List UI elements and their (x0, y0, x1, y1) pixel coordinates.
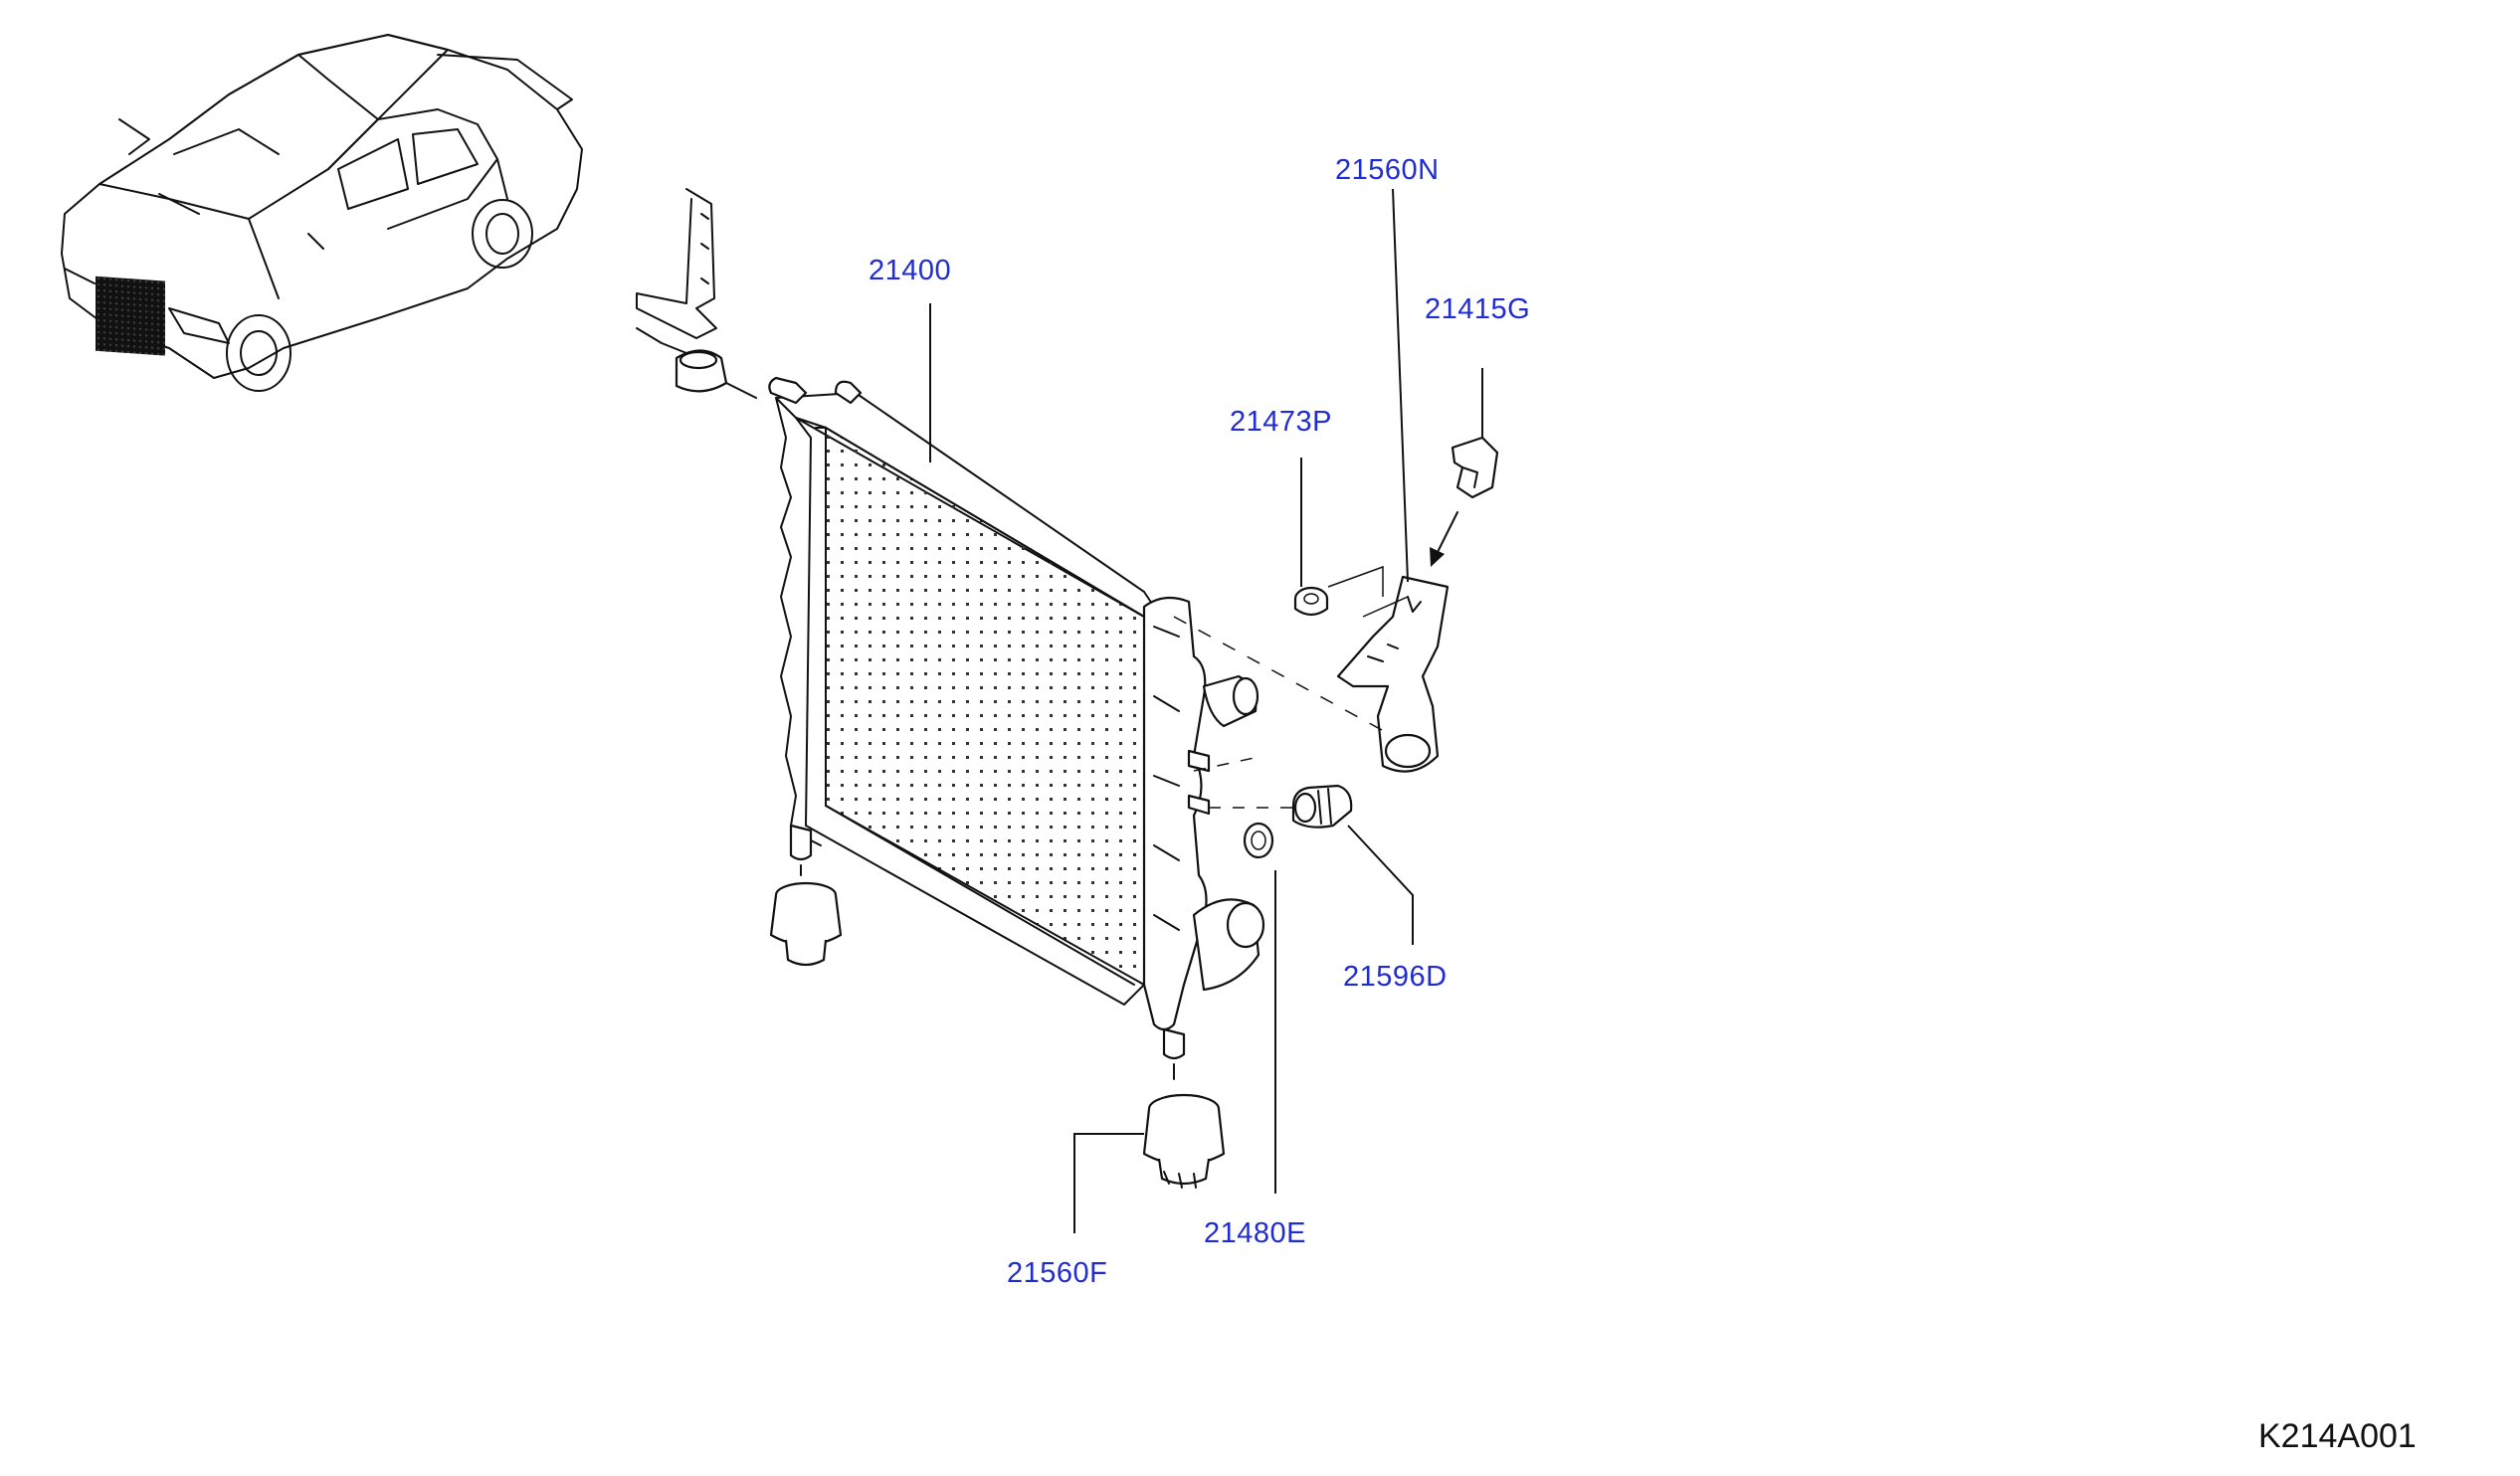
install-arrow (1430, 511, 1458, 567)
part-label-21473P[interactable]: 21473P (1230, 406, 1332, 438)
radiator-core-21400 (768, 376, 1155, 1006)
clip-21415G (1451, 436, 1499, 499)
part-label-21415G[interactable]: 21415G (1425, 293, 1531, 325)
o-ring-21480E (1243, 822, 1274, 859)
alignment-dashes (1173, 565, 1409, 809)
part-label-21400[interactable]: 21400 (869, 255, 952, 286)
bracket-21560N (1336, 575, 1450, 773)
radiator-location-highlight (96, 276, 165, 356)
upper-left-bracket (636, 188, 717, 354)
right-side-tank (1142, 596, 1265, 1060)
leader-lines (929, 188, 1483, 1233)
part-label-21560F[interactable]: 21560F (1007, 1257, 1108, 1289)
upper-mount-insulator (675, 349, 757, 399)
lower-mount-insulator-21560F (1142, 1063, 1226, 1189)
lower-mount-left (769, 864, 843, 967)
part-label-21560N[interactable]: 21560N (1335, 154, 1440, 186)
drain-plug-21596D (1291, 784, 1353, 829)
part-label-21596D[interactable]: 21596D (1343, 961, 1448, 993)
diagram-reference-code: K214A001 (2258, 1417, 2417, 1455)
vehicle-locator-illustration (61, 34, 583, 392)
part-label-21480E[interactable]: 21480E (1204, 1217, 1306, 1249)
nut-21473P (1293, 586, 1329, 617)
